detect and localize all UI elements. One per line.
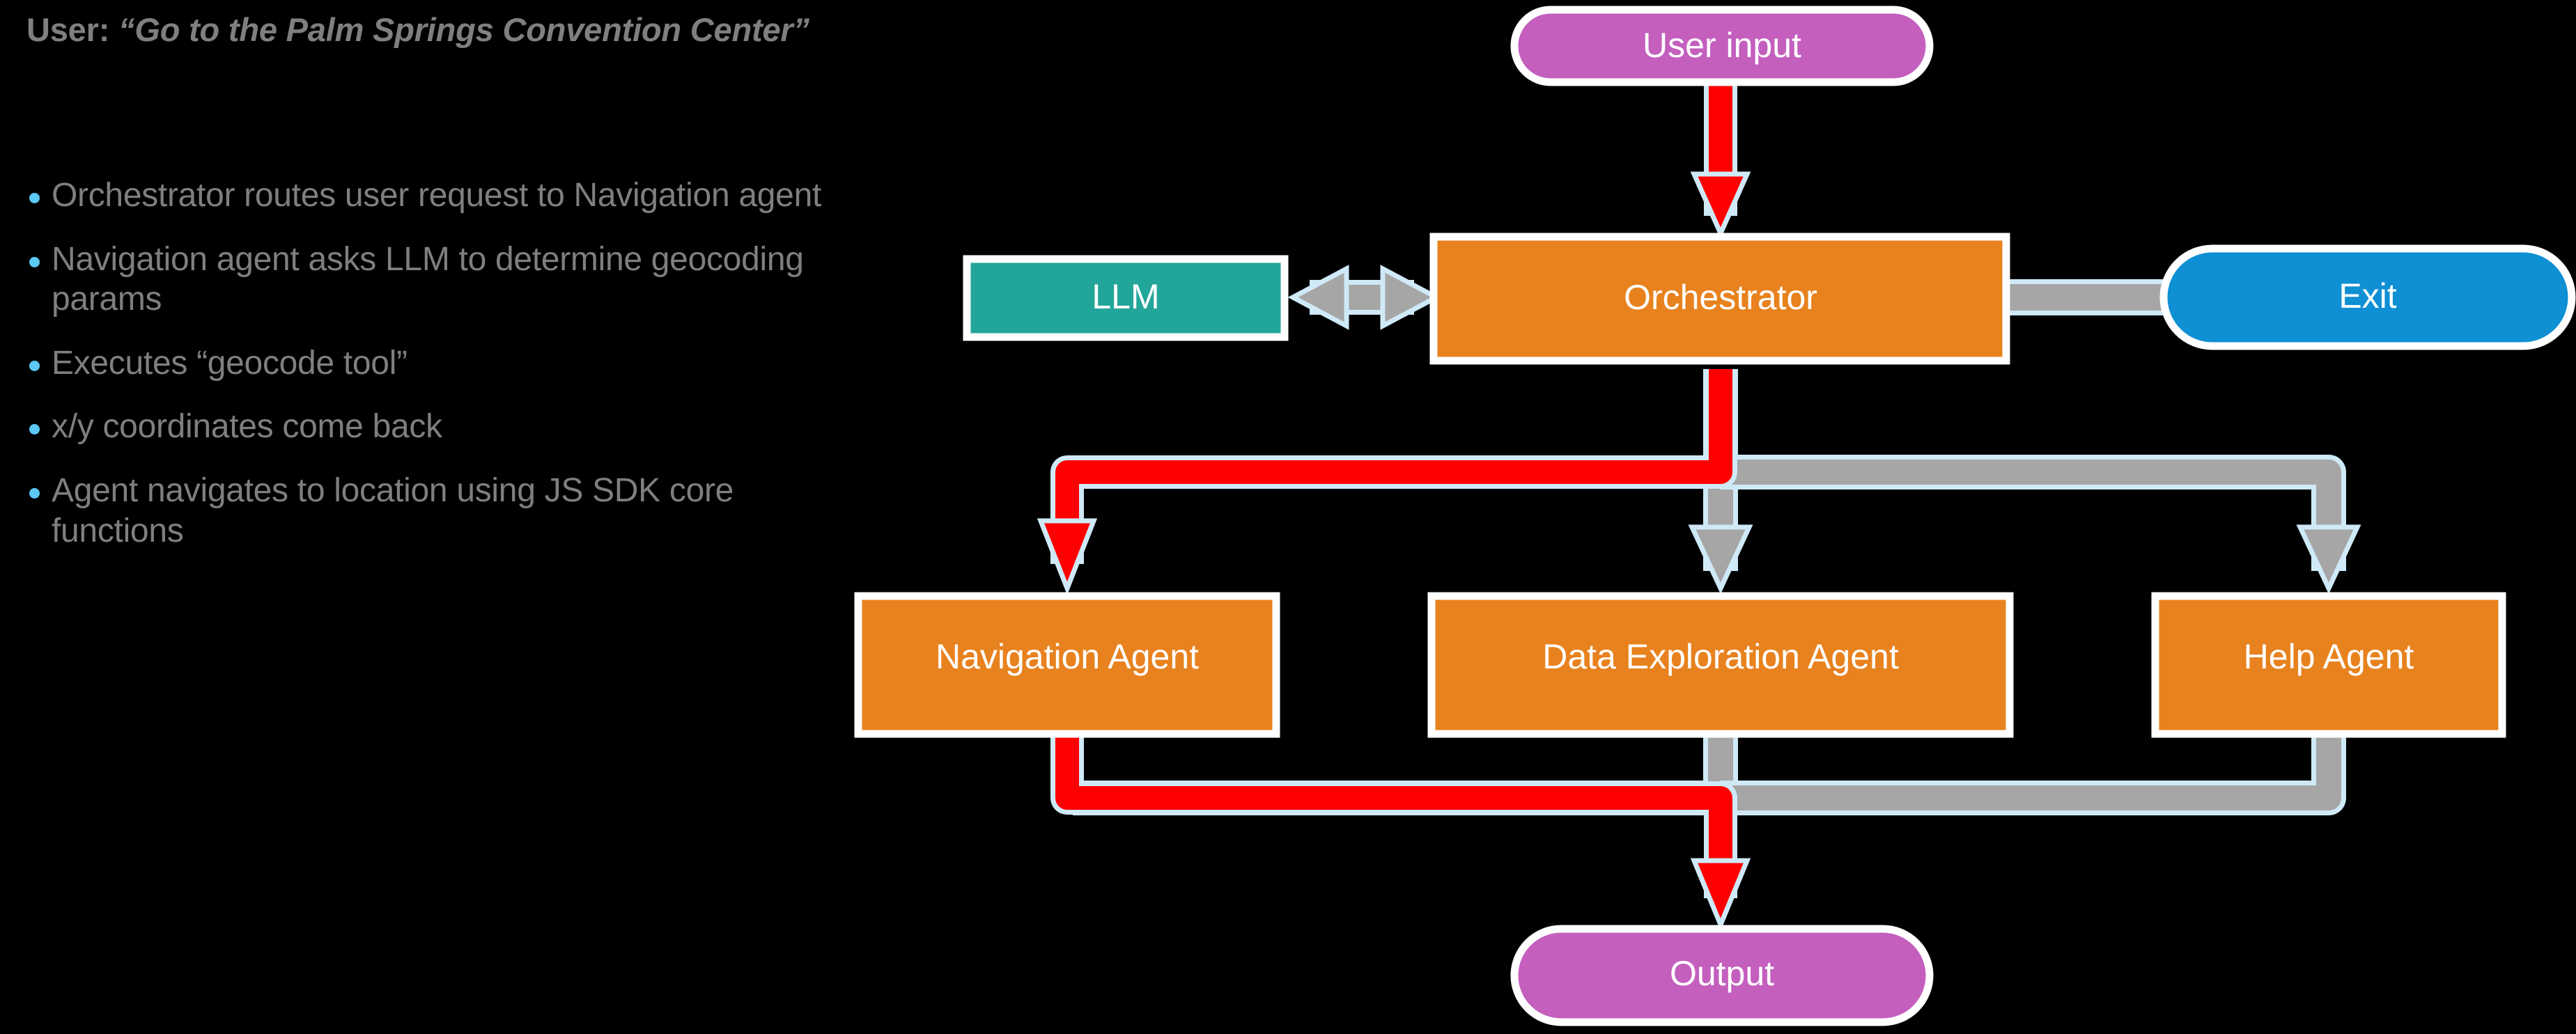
node-navigation-agent-label: Navigation Agent: [936, 637, 1199, 676]
node-orchestrator[interactable]: Orchestrator: [1429, 233, 2010, 365]
list-item-label: Executes “geocode tool”: [52, 344, 408, 382]
bullet-dot-icon: [29, 256, 40, 267]
list-item: Executes “geocode tool”: [15, 343, 855, 384]
node-llm[interactable]: LLM: [963, 255, 1289, 341]
list-item-label: Orchestrator routes user request to Navi…: [52, 177, 821, 214]
list-item: Agent navigates to location using JS SDK…: [15, 471, 855, 551]
list-item: x/y coordinates come back: [15, 407, 855, 447]
list-item: Navigation agent asks LLM to determine g…: [15, 240, 855, 320]
prompt-close-quote: ”: [793, 11, 809, 48]
edge-orchestrator-to-help-agent: [1721, 455, 2361, 595]
node-llm-label: LLM: [1092, 277, 1159, 316]
node-exit-label: Exit: [2338, 276, 2396, 315]
edge-orchestrator-to-navigation-agent: [1037, 369, 1737, 595]
bullet-dot-icon: [29, 424, 40, 435]
left-text-column: User: “Go to the Palm Springs Convention…: [0, 0, 857, 1034]
node-output-label: Output: [1670, 954, 1774, 993]
prompt-speaker-label: User:: [26, 11, 110, 48]
prompt-open-quote: “: [118, 11, 135, 48]
node-data-exploration-agent-label: Data Exploration Agent: [1542, 637, 1899, 676]
list-item-label: Navigation agent asks LLM to determine g…: [52, 240, 804, 318]
edge-user-input-to-orchestrator: [1690, 73, 1751, 240]
node-navigation-agent[interactable]: Navigation Agent: [854, 592, 1280, 738]
bullet-dot-icon: [29, 360, 40, 371]
node-orchestrator-label: Orchestrator: [1624, 278, 1817, 317]
node-user-input-label: User input: [1643, 26, 1801, 65]
list-item-label: Agent navigates to location using JS SDK…: [52, 471, 734, 549]
node-output[interactable]: Output: [1510, 925, 1934, 1026]
prompt-utterance: Go to the Palm Springs Convention Center: [134, 11, 793, 48]
bullet-list: Orchestrator routes user request to Navi…: [15, 175, 855, 574]
bullet-dot-icon: [29, 487, 40, 499]
edge-help-agent-return: [1721, 734, 2346, 815]
edge-navigation-agent-to-output: [1050, 734, 1751, 932]
user-prompt-line: User: “Go to the Palm Springs Convention…: [26, 11, 848, 49]
node-exit[interactable]: Exit: [2159, 244, 2576, 350]
edge-llm-orchestrator-bidirectional: [1287, 265, 1442, 330]
node-help-agent-label: Help Agent: [2244, 637, 2414, 676]
node-data-exploration-agent[interactable]: Data Exploration Agent: [1427, 592, 2014, 738]
list-item: Orchestrator routes user request to Navi…: [15, 175, 855, 216]
list-item-label: x/y coordinates come back: [52, 408, 442, 446]
node-help-agent[interactable]: Help Agent: [2151, 592, 2506, 738]
bullet-dot-icon: [29, 192, 40, 203]
node-user-input[interactable]: User input: [1510, 6, 1934, 86]
